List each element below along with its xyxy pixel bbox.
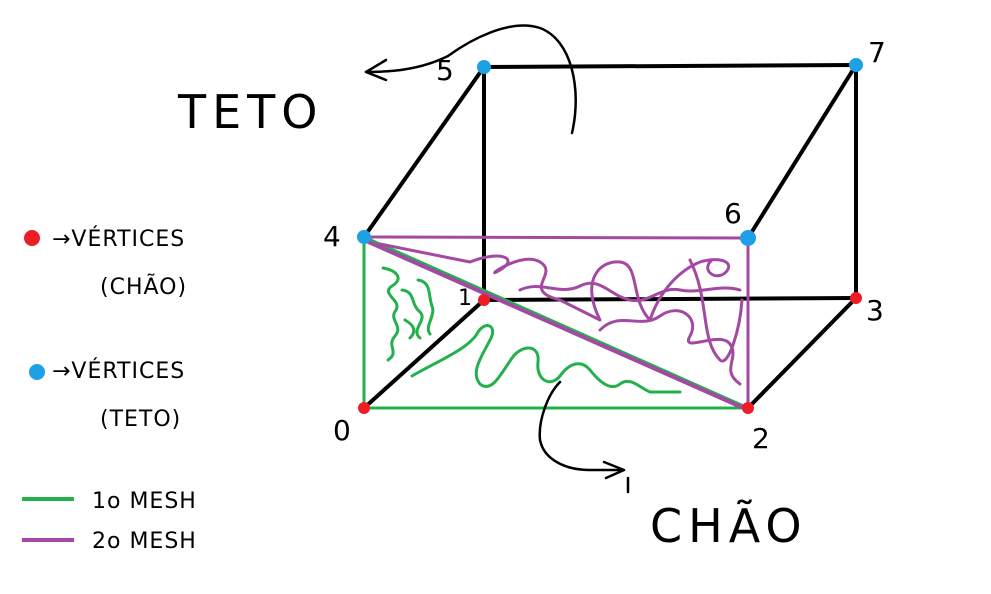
legend-blue-dot bbox=[29, 364, 45, 380]
cube-edges bbox=[362, 63, 858, 410]
ceiling-vertices bbox=[357, 58, 863, 246]
vertex-label-1: 1 bbox=[458, 286, 472, 311]
arrow-to-teto bbox=[364, 24, 577, 135]
mesh1-scribble-4 bbox=[410, 324, 682, 394]
vertex-label-3: 3 bbox=[866, 294, 884, 327]
floor-vertices bbox=[358, 292, 862, 414]
arrows bbox=[364, 24, 630, 494]
mesh2-triangle bbox=[362, 235, 750, 412]
vertex-3-dot bbox=[850, 292, 862, 304]
mesh2-edge-4-2 bbox=[362, 238, 750, 412]
arrow-to-teto-head bbox=[364, 58, 388, 82]
mesh2-scribble-4 bbox=[688, 258, 744, 363]
vertex-label-5: 5 bbox=[436, 54, 454, 87]
edge-5-4 bbox=[362, 65, 486, 239]
vertex-0-dot bbox=[358, 402, 370, 414]
mesh2-scribble-2 bbox=[518, 281, 742, 303]
vertex-7-dot bbox=[849, 58, 863, 72]
legend-red-sub: (CHÃO) bbox=[100, 273, 187, 300]
arrow-to-chao-head bbox=[602, 460, 626, 480]
vertex-6-dot bbox=[740, 230, 756, 246]
edge-0-1 bbox=[362, 298, 486, 410]
label-chao: CHÃO bbox=[650, 499, 808, 553]
mesh1-scribble-2 bbox=[400, 288, 424, 340]
vertex-5-dot bbox=[477, 60, 491, 74]
legend-mesh1-label: 1o MESH bbox=[92, 489, 197, 514]
vertex-4-dot bbox=[357, 230, 371, 244]
vertex-2-dot bbox=[742, 402, 754, 414]
legend: →VÉRTICES (CHÃO) →VÉRTICES (TETO) 1o MES… bbox=[22, 226, 197, 554]
label-teto: TETO bbox=[177, 85, 323, 139]
legend-blue-sub: (TETO) bbox=[100, 407, 181, 432]
mesh1-scribble-3 bbox=[416, 278, 435, 336]
legend-mesh2-label: 2o MESH bbox=[92, 529, 197, 554]
legend-red-dot bbox=[24, 230, 40, 246]
vertex-label-0: 0 bbox=[333, 414, 351, 447]
edge-2-3 bbox=[746, 296, 858, 410]
mesh1-scribble-1 bbox=[381, 266, 400, 362]
legend-red-label: →VÉRTICES bbox=[52, 226, 185, 252]
edge-1-3 bbox=[482, 296, 858, 302]
vertex-labels: 0 1 2 3 4 5 6 7 bbox=[323, 36, 886, 455]
edge-7-6 bbox=[746, 63, 858, 240]
mesh2-scribble-3 bbox=[598, 309, 742, 386]
vertex-label-7: 7 bbox=[868, 36, 886, 69]
vertex-1-dot bbox=[478, 294, 490, 306]
mesh2-scribble-1 bbox=[378, 242, 731, 322]
legend-blue-label: →VÉRTICES bbox=[52, 358, 185, 384]
vertex-label-6: 6 bbox=[724, 197, 742, 230]
mesh2-edge-4-6 bbox=[362, 235, 750, 240]
arrow-to-chao bbox=[538, 380, 624, 472]
vertex-label-2: 2 bbox=[752, 422, 770, 455]
edge-5-7 bbox=[482, 63, 858, 69]
vertex-label-4: 4 bbox=[323, 220, 341, 253]
